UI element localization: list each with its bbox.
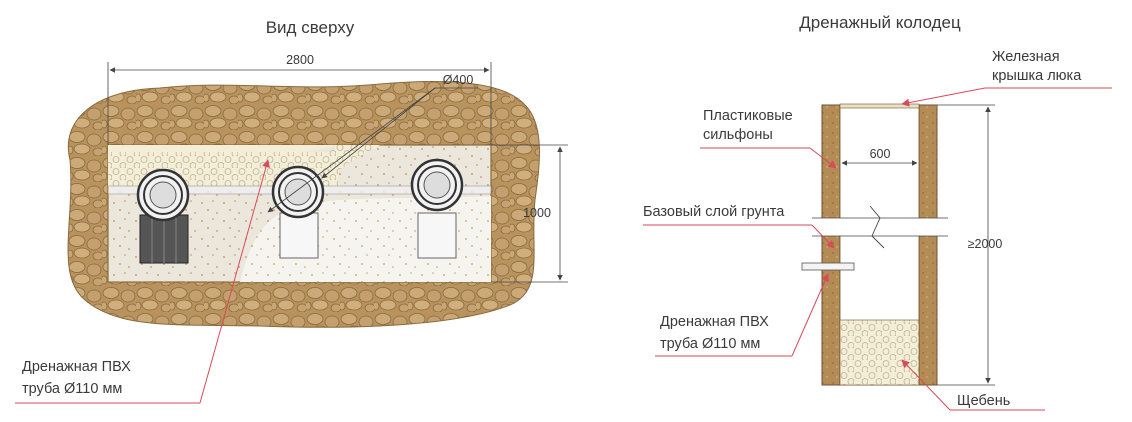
manhole-left: [136, 168, 190, 222]
bellows-label-line1: Пластиковые: [703, 108, 793, 124]
bellows-label-line2: сильфоны: [703, 127, 773, 143]
top-view-title: Вид сверху: [266, 18, 355, 37]
dimension-inner-width-label: 600: [870, 147, 891, 161]
pipe-label-left-line1: Дренажная ПВХ: [22, 359, 131, 375]
lid-label-line1: Железная: [992, 49, 1060, 65]
base-layer-leader: [643, 224, 835, 249]
dimension-height-label: 1000: [523, 206, 551, 220]
dimension-height: [491, 144, 568, 283]
well-pipe-leader: [655, 273, 829, 357]
base-layer-label: Базовый слой грунта: [643, 204, 785, 220]
dimension-width: [107, 62, 492, 145]
well-pipe-label-line1: Дренажная ПВХ: [660, 314, 769, 330]
manhole-right: [410, 158, 464, 212]
bellows-leader: [700, 147, 837, 169]
gravel-label: Щебень: [957, 393, 1010, 409]
well-pipe-label-line2: труба Ø110 мм: [660, 336, 760, 352]
dimension-width-label: 2800: [286, 53, 314, 67]
diameter-label: Ø400: [443, 73, 474, 87]
manhole-middle: [271, 165, 325, 219]
well-section: [801, 103, 948, 386]
pipe-label-left-line2: труба Ø110 мм: [22, 381, 122, 397]
well-title: Дренажный колодец: [799, 13, 961, 32]
lid-label-line2: крышка люка: [992, 68, 1082, 84]
diameter-leader: [267, 87, 478, 213]
trench-section: [107, 144, 492, 283]
dimension-depth: [937, 104, 995, 386]
dimension-depth-label: ≥2000: [968, 237, 1003, 251]
lid-leader: [901, 87, 1112, 107]
pipe-leader-left: [15, 159, 270, 404]
gravel-leader: [901, 359, 1045, 411]
